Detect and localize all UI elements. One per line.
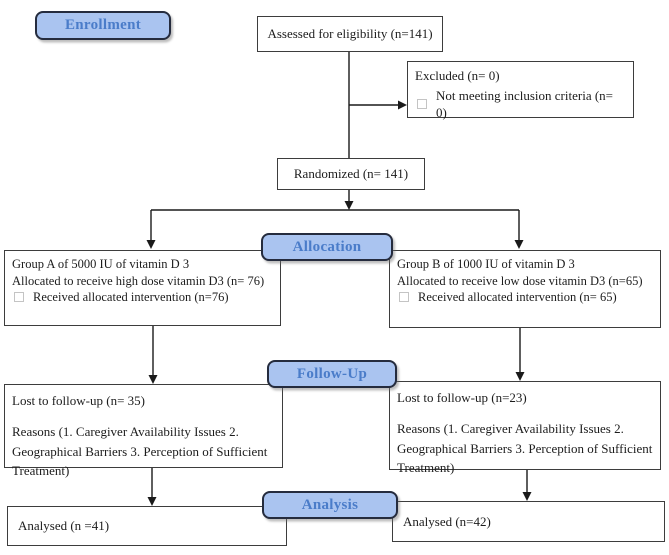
group-a-allocation-box: Group A of 5000 IU of vitamin D 3 Alloca… [4, 250, 281, 326]
arrowhead-followup-a [148, 375, 158, 384]
stage-label-enrollment: Enrollment [35, 11, 171, 40]
followup-a-line1: Lost to follow-up (n= 35) [12, 393, 145, 408]
randomized-box: Randomized (n= 141) [277, 158, 425, 190]
assessed-eligibility-text: Assessed for eligibility (n=141) [267, 26, 433, 42]
randomized-text: Randomized (n= 141) [293, 166, 409, 182]
analysis-label-text: Analysis [301, 496, 359, 513]
checkbox-bullet-icon [417, 99, 427, 110]
analysed-a-box: Analysed (n =41) [7, 506, 287, 546]
arrowhead-branch [344, 201, 354, 210]
followup-b-box: Lost to follow-up (n=23) Reasons (1. Car… [389, 381, 661, 475]
arrowhead-excluded [398, 100, 407, 110]
stage-label-followup: Follow-Up [267, 360, 397, 388]
followup-b-reasons: Reasons (1. Caregiver Availability Issue… [397, 421, 653, 476]
arrowhead-analysed-b [522, 492, 532, 501]
analysed-a-text: Analysed (n =41) [18, 518, 110, 534]
arrowhead-followup-b [515, 372, 525, 381]
analysed-b-text: Analysed (n=42) [403, 513, 491, 529]
allocation-label-text: Allocation [292, 238, 362, 255]
followup-a-reasons: Reasons (1. Caregiver Availability Issue… [12, 424, 268, 479]
group-b-line1: Group B of 1000 IU of vitamin D 3 [397, 257, 575, 271]
group-b-bullet1-text: Received allocated intervention (n= 65) [418, 290, 617, 304]
arrowhead-group-a [146, 240, 156, 249]
followup-label-text: Follow-Up [296, 365, 368, 382]
excluded-line1: Excluded (n= 0) [415, 68, 500, 83]
group-a-bullet1-text: Received allocated intervention (n=76) [33, 290, 229, 304]
group-a-line1: Group A of 5000 IU of vitamin D 3 [12, 257, 190, 271]
excluded-bullet1-text: Not meeting inclusion criteria (n= 0) [436, 88, 614, 121]
assessed-eligibility-box: Assessed for eligibility (n=141) [257, 16, 443, 52]
followup-a-box: Lost to follow-up (n= 35) Reasons (1. Ca… [4, 384, 283, 478]
checkbox-bullet-icon [399, 292, 409, 303]
followup-b-line1: Lost to follow-up (n=23) [397, 390, 527, 405]
excluded-box: Excluded (n= 0) Not meeting inclusion cr… [407, 61, 634, 121]
stage-label-allocation: Allocation [261, 233, 393, 261]
checkbox-bullet-icon [14, 292, 24, 303]
enrollment-label-text: Enrollment [64, 17, 142, 33]
group-b-line2: Allocated to receive low dose vitamin D3… [397, 273, 643, 288]
stage-label-analysis: Analysis [262, 491, 398, 519]
group-a-line2: Allocated to receive high dose vitamin D… [12, 273, 265, 288]
group-b-allocation-box: Group B of 1000 IU of vitamin D 3 Alloca… [389, 250, 661, 328]
analysed-b-box: Analysed (n=42) [392, 501, 665, 542]
arrowhead-analysed-a [147, 497, 157, 506]
arrowhead-group-b [514, 240, 524, 249]
